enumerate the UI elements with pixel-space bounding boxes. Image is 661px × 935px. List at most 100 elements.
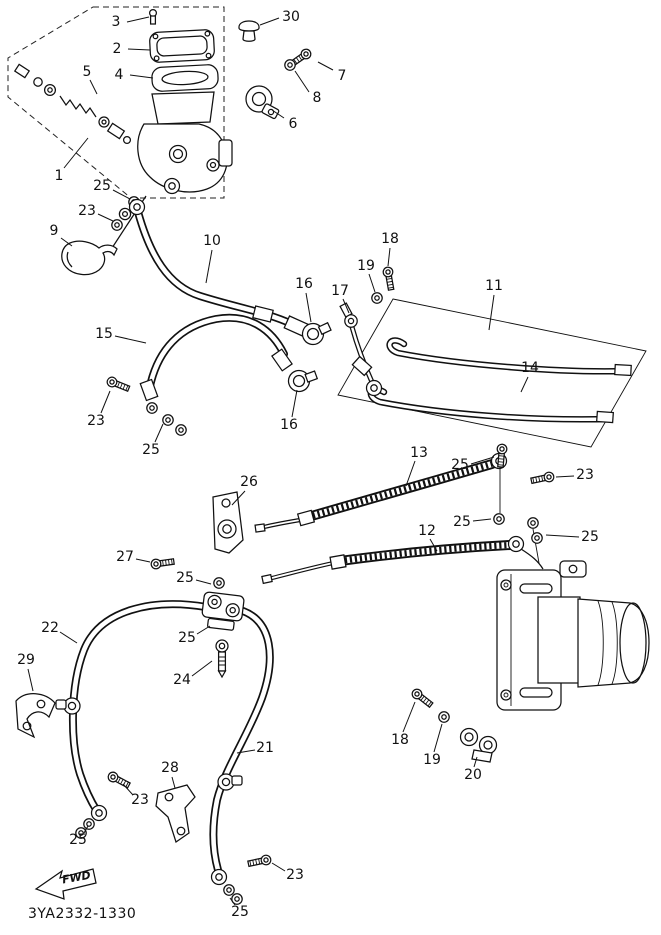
bolt-23-hose15 bbox=[105, 375, 132, 394]
rubber-boot-9 bbox=[61, 240, 118, 276]
rubber-cap-30 bbox=[238, 20, 260, 42]
leader-line-29 bbox=[27, 668, 34, 692]
leader-line-14 bbox=[520, 376, 529, 393]
part-number-4: 4 bbox=[115, 67, 124, 83]
part-number-14: 14 bbox=[521, 360, 539, 376]
part-number-12: 12 bbox=[418, 523, 436, 539]
leader-line-18 bbox=[402, 701, 416, 733]
hose-clamp-16-lower bbox=[284, 364, 321, 396]
leader-line-23 bbox=[122, 783, 134, 796]
leader-line-24 bbox=[191, 660, 213, 677]
leader-line-11 bbox=[488, 294, 495, 331]
part-number-20: 20 bbox=[464, 767, 482, 783]
bracket-28 bbox=[155, 784, 196, 843]
leader-line-7 bbox=[317, 61, 334, 71]
part-number-6: 6 bbox=[289, 116, 298, 132]
fwd-arrow: FWD bbox=[34, 868, 97, 900]
spring-hose-12 bbox=[329, 535, 544, 570]
piston-repair-kit bbox=[13, 63, 132, 145]
leader-line-18 bbox=[387, 247, 391, 267]
part-number-18: 18 bbox=[381, 231, 399, 247]
part-number-19: 19 bbox=[357, 258, 375, 274]
part-number-5: 5 bbox=[83, 64, 92, 80]
brake-hose-21 bbox=[209, 607, 274, 874]
leader-line-15 bbox=[114, 335, 147, 344]
spring-hose-13 bbox=[296, 452, 508, 527]
washer-19-bottom bbox=[438, 711, 450, 723]
part-number-10: 10 bbox=[203, 233, 221, 249]
three-way-joint bbox=[201, 577, 245, 631]
leader-line-16 bbox=[291, 389, 298, 418]
part-number-25: 25 bbox=[231, 904, 249, 920]
part-number-25: 25 bbox=[178, 630, 196, 646]
leader-line-25 bbox=[196, 625, 211, 635]
leader-line-22 bbox=[59, 631, 78, 644]
mid-union-hardware bbox=[493, 443, 556, 564]
leader-line-3 bbox=[126, 16, 150, 23]
leader-line-23 bbox=[100, 390, 111, 414]
part-number-25: 25 bbox=[453, 514, 471, 530]
part-number-2: 2 bbox=[113, 41, 122, 57]
part-number-8: 8 bbox=[313, 90, 322, 106]
leader-line-25 bbox=[154, 423, 164, 443]
part-number-19: 19 bbox=[423, 752, 441, 768]
hose-21-fittings bbox=[210, 773, 243, 905]
leader-line-6 bbox=[271, 109, 285, 119]
part-number-9: 9 bbox=[50, 223, 59, 239]
part-number-25: 25 bbox=[142, 442, 160, 458]
part-number-18: 18 bbox=[391, 732, 409, 748]
bolt-27 bbox=[149, 556, 176, 571]
union-bolt-24 bbox=[215, 639, 229, 679]
leader-line-27 bbox=[135, 558, 151, 563]
leader-line-25 bbox=[112, 189, 131, 200]
part-number-24: 24 bbox=[173, 672, 191, 688]
part-number-21: 21 bbox=[256, 740, 274, 756]
part-number-23: 23 bbox=[286, 867, 304, 883]
part-number-3: 3 bbox=[112, 14, 121, 30]
part-number-25: 25 bbox=[93, 178, 111, 194]
brake-hose-15 bbox=[146, 313, 288, 390]
part-number-11: 11 bbox=[485, 278, 503, 294]
leader-line-8 bbox=[294, 70, 310, 93]
part-number-15: 15 bbox=[95, 326, 113, 342]
washer-8 bbox=[284, 59, 296, 71]
leader-line-28 bbox=[171, 776, 176, 789]
part-number-22: 22 bbox=[41, 620, 59, 636]
leader-line-12 bbox=[429, 538, 438, 552]
part-number-30: 30 bbox=[282, 9, 300, 25]
hose-22-fittings bbox=[55, 697, 108, 839]
leader-line-19 bbox=[368, 273, 376, 293]
part-number-25: 25 bbox=[176, 570, 194, 586]
leader-line-23 bbox=[555, 475, 575, 478]
leader-line-25 bbox=[472, 518, 492, 522]
metal-pipe-13 bbox=[254, 516, 309, 533]
part-number-7: 7 bbox=[338, 68, 347, 84]
hose-clamp-16-upper bbox=[298, 316, 335, 349]
bolt-18-top bbox=[381, 265, 397, 292]
leader-line-17 bbox=[342, 298, 350, 314]
part-number-17: 17 bbox=[331, 283, 349, 299]
part-number-1: 1 bbox=[55, 168, 64, 184]
bolt-23-hose21 bbox=[246, 853, 273, 870]
leader-line-4 bbox=[129, 74, 154, 79]
reservoir-cap bbox=[149, 29, 215, 63]
leader-line-13 bbox=[405, 460, 416, 487]
washer-19-top bbox=[371, 292, 383, 304]
joint-17 bbox=[339, 302, 383, 397]
reservoir-diaphragm bbox=[151, 64, 219, 92]
leader-line-26 bbox=[231, 490, 246, 506]
part-number-26: 26 bbox=[240, 474, 258, 490]
brake-hose-10 bbox=[134, 208, 296, 328]
clamp-bracket-20 bbox=[459, 727, 498, 763]
leader-line-30 bbox=[259, 17, 280, 26]
leader-line-19 bbox=[433, 723, 443, 753]
joint-connector-tube bbox=[349, 324, 375, 385]
leader-line-21 bbox=[236, 749, 256, 754]
part-number-23: 23 bbox=[87, 413, 105, 429]
leader-line-25 bbox=[195, 579, 212, 585]
leader-line-10 bbox=[205, 249, 213, 284]
part-number-23: 23 bbox=[78, 203, 96, 219]
